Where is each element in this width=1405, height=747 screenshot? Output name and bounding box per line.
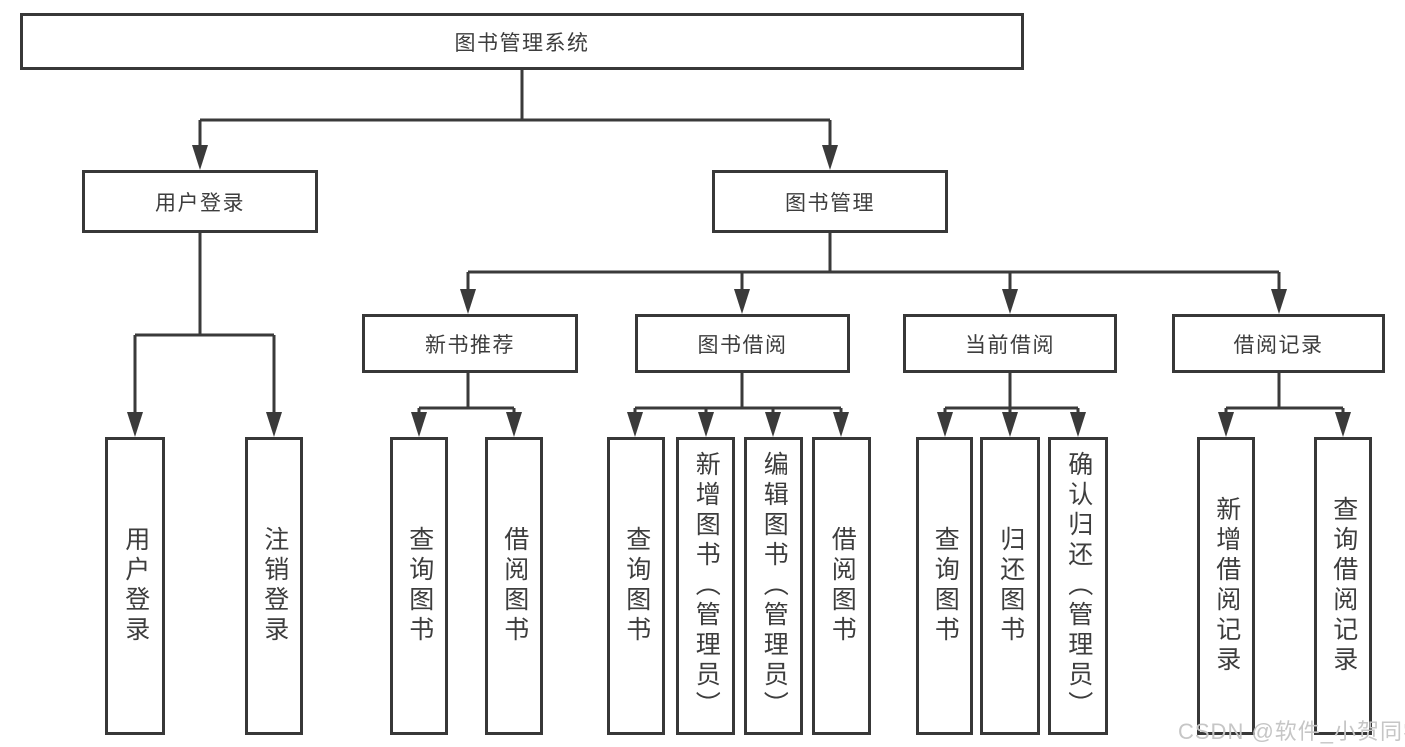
arrowhead <box>506 412 522 437</box>
arrowhead <box>937 412 953 437</box>
leaf-label: 查询图书 <box>405 526 434 646</box>
leaf-query-borrow-record: 查询借阅记录 <box>1314 437 1372 735</box>
node-library-management-system: 图书管理系统 <box>20 13 1024 70</box>
arrowhead <box>627 412 643 437</box>
arrowhead <box>765 412 781 437</box>
leaf-label: 新增图书（管理员） <box>692 451 721 721</box>
leaf-borrow-books-borrowing: 借阅图书 <box>812 437 871 735</box>
arrowhead <box>698 412 714 437</box>
node-label: 用户登录 <box>155 191 245 215</box>
arrowhead <box>833 412 849 437</box>
node-borrowing-records: 借阅记录 <box>1172 314 1385 373</box>
leaf-label: 查询借阅记录 <box>1329 496 1358 676</box>
leaf-label: 借阅图书 <box>828 526 857 646</box>
node-label: 图书借阅 <box>697 333 788 357</box>
node-book-borrowing: 图书借阅 <box>635 314 850 373</box>
leaf-confirm-return-admin: 确认归还（管理员） <box>1048 437 1108 735</box>
leaf-label: 归还图书 <box>996 526 1025 646</box>
leaf-borrow-books-recommend: 借阅图书 <box>485 437 543 735</box>
leaf-label: 借阅图书 <box>500 526 529 646</box>
leaf-label: 查询图书 <box>931 526 960 646</box>
arrowhead <box>127 412 143 437</box>
csdn-watermark: CSDN @软件_小贺同学 <box>1178 719 1405 744</box>
node-label: 当前借阅 <box>965 333 1055 357</box>
arrowhead <box>1218 412 1234 437</box>
leaf-user-login: 用户登录 <box>105 437 165 735</box>
arrowhead <box>1335 412 1351 437</box>
leaf-label: 注销登录 <box>260 526 289 646</box>
leaf-label: 新增借阅记录 <box>1212 496 1241 676</box>
leaf-return-book: 归还图书 <box>980 437 1040 735</box>
node-label: 图书管理系统 <box>454 31 590 55</box>
leaf-query-books-recommend: 查询图书 <box>390 437 448 735</box>
arrowhead <box>192 145 208 170</box>
leaf-label: 查询图书 <box>622 526 651 646</box>
leaf-edit-book-admin: 编辑图书（管理员） <box>744 437 803 735</box>
arrowhead <box>1271 289 1287 314</box>
leaf-add-borrow-record: 新增借阅记录 <box>1197 437 1255 735</box>
arrowheads <box>127 145 1351 437</box>
node-label: 借阅记录 <box>1233 333 1324 357</box>
leaf-label: 编辑图书（管理员） <box>760 451 789 721</box>
leaf-label: 用户登录 <box>121 526 150 646</box>
leaf-logout: 注销登录 <box>245 437 303 735</box>
leaf-add-book-admin: 新增图书（管理员） <box>676 437 735 735</box>
arrowhead <box>1070 412 1086 437</box>
node-current-borrowing: 当前借阅 <box>903 314 1117 373</box>
arrowhead <box>1002 289 1018 314</box>
node-new-book-recommendation: 新书推荐 <box>362 314 578 373</box>
node-label: 图书管理 <box>785 191 875 215</box>
node-label: 新书推荐 <box>425 333 515 357</box>
arrowhead <box>822 145 838 170</box>
arrowhead <box>411 412 427 437</box>
leaf-query-books-borrowing: 查询图书 <box>607 437 665 735</box>
leaf-label: 确认归还（管理员） <box>1064 451 1093 721</box>
node-book-management: 图书管理 <box>712 170 948 233</box>
leaf-query-books-current: 查询图书 <box>916 437 973 735</box>
arrowhead <box>734 289 750 314</box>
arrowhead <box>266 412 282 437</box>
node-user-login: 用户登录 <box>82 170 318 233</box>
arrowhead <box>1002 412 1018 437</box>
arrowhead <box>460 289 476 314</box>
